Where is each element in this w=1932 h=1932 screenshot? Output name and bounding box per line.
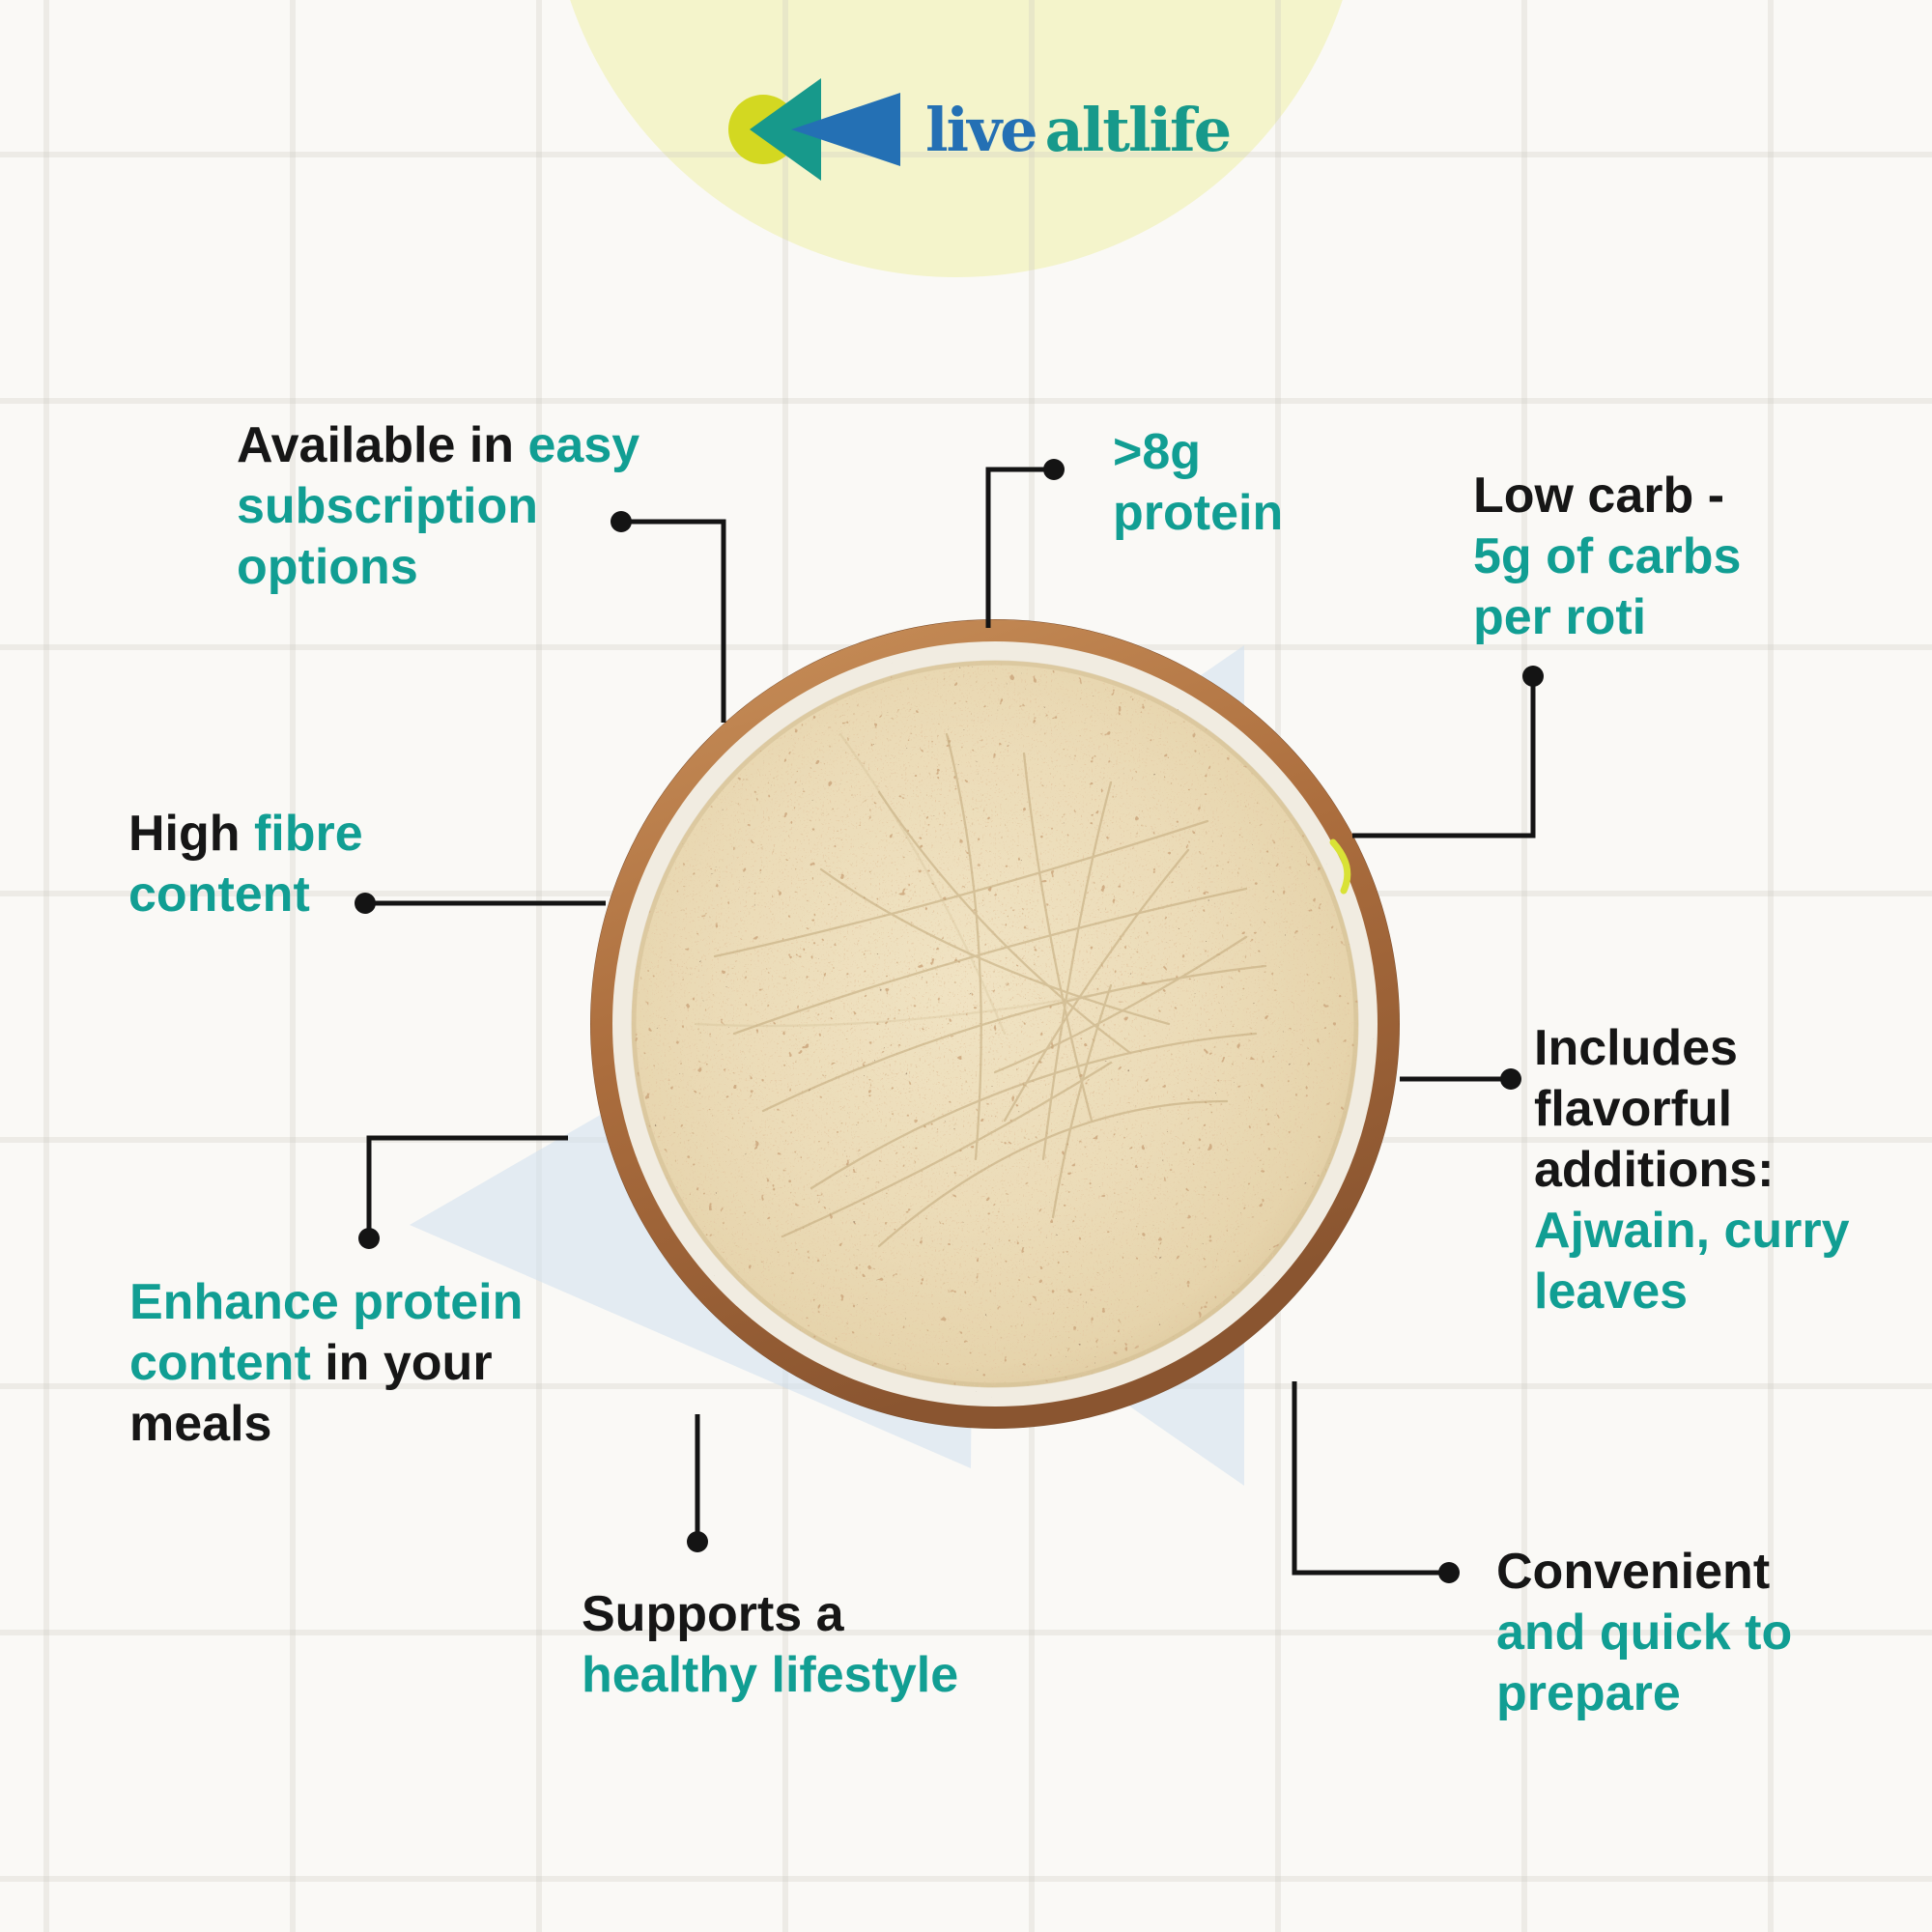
- logo-blue-triangle: [791, 93, 900, 166]
- callout-line: and quick to: [1496, 1603, 1792, 1663]
- callout-text: Ajwain, curry: [1534, 1203, 1850, 1259]
- callout-text: Includes: [1534, 1020, 1738, 1076]
- callout-includes: Includes flavorful additions: Ajwain, cu…: [1534, 1018, 1850, 1322]
- callout-line: 5g of carbs: [1473, 526, 1741, 587]
- callout-line: healthy lifestyle: [582, 1645, 958, 1706]
- callout-text: >8g: [1113, 424, 1202, 480]
- connector-convenient: [1292, 1381, 1460, 1583]
- callout-text: fibre: [253, 806, 363, 862]
- plate-rim: [590, 619, 1400, 1429]
- callout-line: Includes: [1534, 1018, 1850, 1079]
- callout-text: content: [128, 867, 310, 923]
- brand-word-live: live: [925, 95, 1038, 165]
- callout-text: easy: [527, 417, 640, 473]
- callout-text: healthy lifestyle: [582, 1647, 959, 1703]
- connector-available: [611, 511, 726, 723]
- callout-line: content in your: [129, 1333, 523, 1394]
- callout-text: Available in: [237, 417, 528, 473]
- callout-text: 5g of carbs: [1473, 528, 1742, 584]
- connector-fibre: [355, 893, 606, 914]
- callout-line: meals: [129, 1394, 523, 1455]
- brand-word-altlife: altlife: [1044, 95, 1233, 165]
- roti-creases: [694, 732, 1267, 1248]
- connector-protein: [985, 459, 1065, 628]
- callout-line: >8g: [1113, 422, 1283, 483]
- callout-text: Low carb -: [1473, 468, 1725, 524]
- callout-text: in your: [325, 1335, 493, 1391]
- callout-text: per roti: [1473, 589, 1647, 645]
- connector-supports: [687, 1414, 708, 1552]
- callout-text: High: [128, 806, 254, 862]
- callout-fibre: High fibre content: [128, 804, 363, 925]
- callout-text: flavorful: [1534, 1081, 1733, 1137]
- callout-line: leaves: [1534, 1262, 1850, 1322]
- callout-line: Enhance protein: [129, 1272, 523, 1333]
- callout-text: leaves: [1534, 1264, 1689, 1320]
- callout-text: Supports a: [582, 1586, 844, 1642]
- callout-text: meals: [129, 1396, 272, 1452]
- callout-line: subscription: [237, 476, 639, 537]
- roti-photo: [590, 619, 1400, 1429]
- callout-line: per roti: [1473, 587, 1741, 648]
- callout-line: options: [237, 537, 639, 598]
- callout-line: flavorful: [1534, 1079, 1850, 1140]
- callout-text: protein: [1113, 485, 1284, 541]
- callout-text: subscription: [237, 478, 539, 534]
- callout-line: protein: [1113, 483, 1283, 544]
- callout-line: Supports a: [582, 1584, 958, 1645]
- callout-line: additions:: [1534, 1140, 1850, 1201]
- connector-lowcarb: [1352, 666, 1544, 838]
- callout-enhance: Enhance protein content in your meals: [129, 1272, 523, 1455]
- callout-text: prepare: [1496, 1665, 1681, 1721]
- callout-supports: Supports a healthy lifestyle: [582, 1584, 958, 1706]
- logo-teal-triangle: [750, 78, 821, 181]
- callout-line: Low carb -: [1473, 466, 1741, 526]
- callout-text: and quick to: [1496, 1605, 1793, 1661]
- callout-line: High fibre: [128, 804, 363, 865]
- callout-line: prepare: [1496, 1663, 1792, 1724]
- callout-text: content: [129, 1335, 326, 1391]
- callout-line: content: [128, 865, 363, 925]
- connector-includes: [1400, 1068, 1521, 1090]
- callout-text: Convenient: [1496, 1544, 1771, 1600]
- callout-protein: >8g protein: [1113, 422, 1283, 544]
- roti-dark-speckles: [632, 661, 1358, 1387]
- connector-enhance: [358, 1135, 568, 1249]
- callout-available: Available in easy subscription options: [237, 415, 639, 598]
- callout-convenient: Convenient and quick to prepare: [1496, 1542, 1792, 1724]
- leaf-accent-icon: [1329, 838, 1351, 895]
- callout-text: Enhance protein: [129, 1274, 524, 1330]
- callout-line: Convenient: [1496, 1542, 1792, 1603]
- callout-line: Available in easy: [237, 415, 639, 476]
- callout-line: Ajwain, curry: [1534, 1201, 1850, 1262]
- brand-arrows-icon: [728, 78, 900, 181]
- callout-text: additions:: [1534, 1142, 1775, 1198]
- callout-lowcarb: Low carb - 5g of carbs per roti: [1473, 466, 1741, 648]
- callout-text: options: [237, 539, 418, 595]
